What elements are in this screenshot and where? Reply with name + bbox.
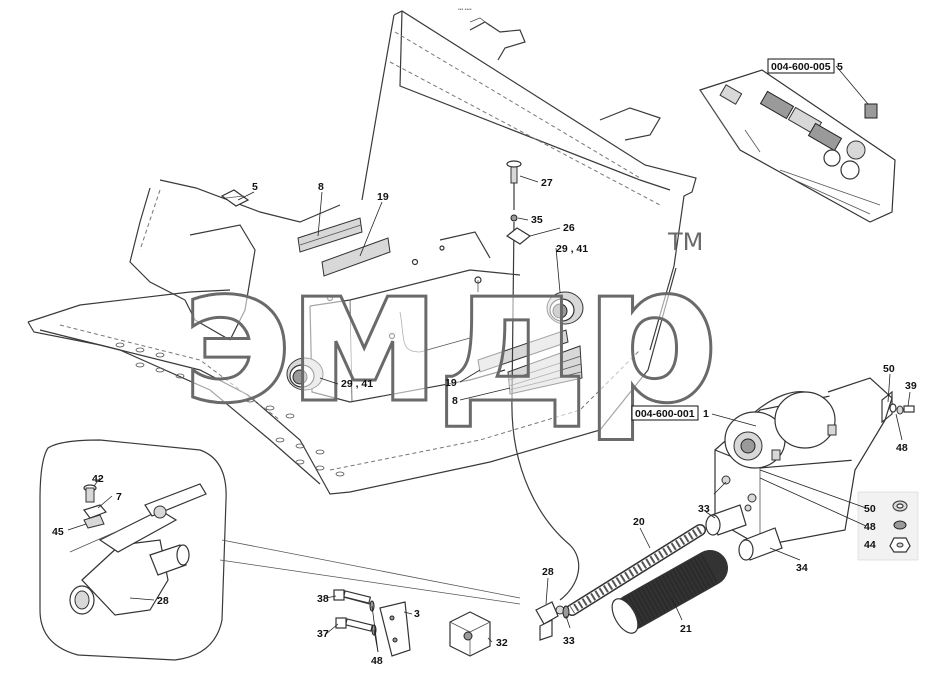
valve-detail-inset [39,439,521,661]
defrost-vent-upper [220,189,250,207]
hardware-box [857,491,919,561]
callout-5-panel: 5 [837,61,843,73]
code-heater: 004-600-001 [631,405,699,421]
callout-28-small: 28 [542,566,554,578]
callout-28-inset: 28 [157,595,169,607]
callout-20: 20 [633,516,645,528]
trademark-mark: TM [667,228,703,256]
callout-29-41-left: 29 , 41 [341,378,373,390]
heater-outlet-33 [705,504,747,536]
grille-8-upper [297,217,363,253]
callout-8-lower: 8 [452,395,458,407]
watermark: эмдр TM [179,223,721,447]
callout-5-upper: 5 [252,181,258,193]
code-heater-text: 004-600-001 [635,408,695,420]
code-panel-text: 004-600-005 [771,61,831,73]
air-duct-nozzle-left [286,357,324,391]
callout-38: 38 [317,593,329,605]
watermark-text: эмдр [180,224,713,445]
bolt-38 [333,589,375,612]
callout-7: 7 [116,491,122,503]
callout-26: 26 [563,222,575,234]
callout-42: 42 [92,473,104,485]
control-panel [699,69,896,223]
callout-35: 35 [531,214,543,226]
grille-19-lower [477,329,569,373]
callout-1: 1 [703,408,709,420]
code-panel: 004-600-005 [767,58,835,74]
callout-48-top: 48 [896,442,908,454]
bolt-37 [335,617,377,636]
valve-28-small [535,601,570,641]
callout-50-box: 50 [864,503,876,515]
callout-29-41-right: 29 , 41 [556,243,588,255]
clamp-block-32 [449,611,491,657]
callout-50-top: 50 [883,363,895,375]
callout-32: 32 [496,637,508,649]
callout-44: 44 [864,539,876,551]
heater-outlet-34 [738,527,783,561]
header-mark: ••• •••• [458,7,472,13]
callout-19-upper: 19 [377,191,389,203]
leader-lines [67,65,911,653]
callout-39: 39 [905,380,917,392]
washer-nut-stack-top [889,403,915,415]
callout-48-box: 48 [864,521,876,533]
callout-19-lower: 19 [445,377,457,389]
callout-33-bottom: 33 [563,635,575,647]
cable-clip-plate [505,227,532,245]
control-cable [505,160,580,601]
grille-8-lower [507,345,583,395]
heater-unit [714,377,893,547]
callout-labels: 5 8 19 27 35 26 29 , 41 29 , 41 19 8 5 1… [52,61,917,667]
callout-8-upper: 8 [318,181,324,193]
callout-45: 45 [52,526,64,538]
callout-21: 21 [680,623,692,635]
callout-48-bottom: 48 [371,655,383,667]
corrugated-duct [611,550,728,634]
callout-33-heater: 33 [698,503,710,515]
cab-frame [27,10,697,495]
air-duct-nozzle-right [546,291,584,325]
hose-braided [566,524,706,616]
callout-3: 3 [414,608,420,620]
callout-34: 34 [796,562,808,574]
bracket-3 [379,601,411,657]
grille-19-upper [321,237,391,277]
callout-27: 27 [541,177,553,189]
callout-37: 37 [317,628,329,640]
